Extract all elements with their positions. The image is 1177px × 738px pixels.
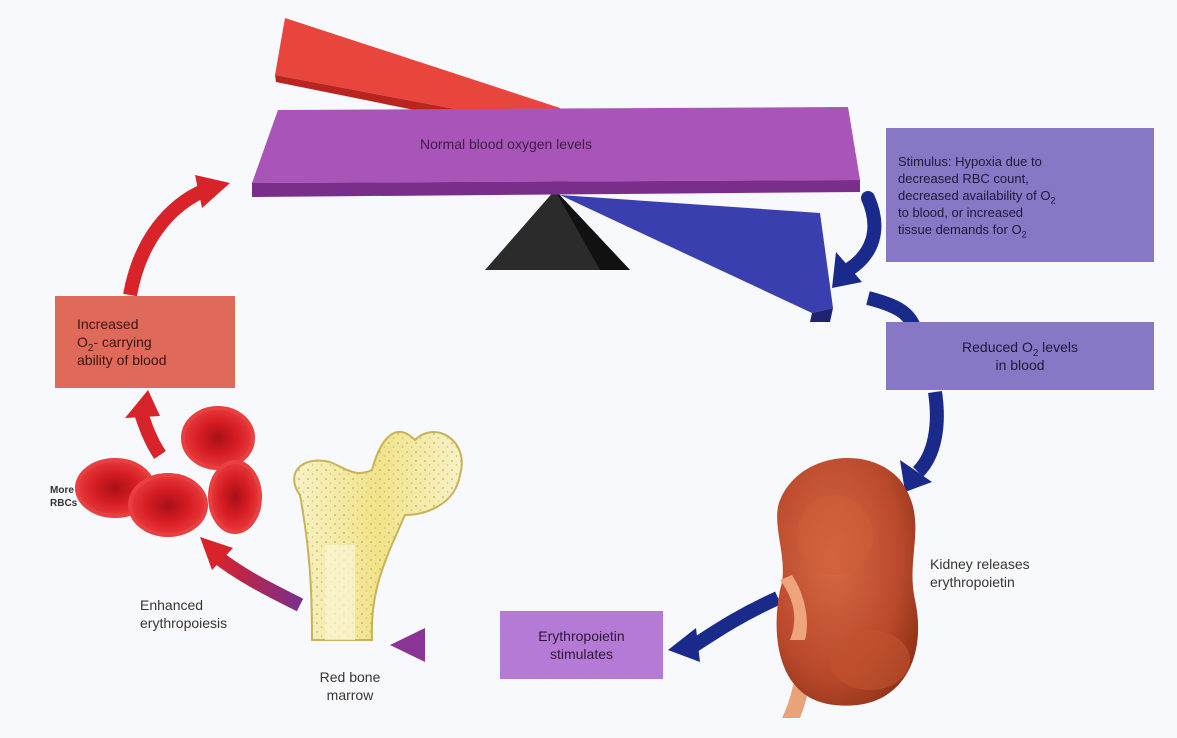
more-rbcs-line-2: RBCs: [50, 497, 77, 510]
stimulus-line-1: Stimulus: Hypoxia due to: [898, 153, 1056, 170]
stimulus-box: Stimulus: Hypoxia due to decreased RBC c…: [886, 128, 1154, 262]
stimulus-line-2: decreased RBC count,: [898, 170, 1056, 187]
stimulus-line-5-sub: 2: [1022, 229, 1027, 239]
enhanced-label: Enhanced erythropoiesis: [140, 596, 227, 632]
reduced-line-2: in blood: [962, 356, 1078, 374]
stimulus-line-4: to blood, or increased: [898, 204, 1056, 221]
epo-line-1: Erythropoietin: [538, 627, 624, 645]
kidney-label: Kidney releases erythropoietin: [930, 555, 1030, 591]
increased-line-1: Increased: [77, 315, 167, 333]
enhanced-label-line-2: erythropoiesis: [140, 614, 227, 632]
stimulus-line-3-sub: 2: [1050, 195, 1055, 205]
marrow-label-line-1: Red bone: [315, 668, 385, 686]
reduced-line-1a: Reduced O: [962, 339, 1033, 355]
epo-box: Erythropoietin stimulates: [500, 611, 663, 679]
rbc-2: [130, 475, 206, 535]
rbc-3: [183, 408, 253, 468]
increased-line-2a: O: [77, 334, 88, 350]
kidney-illustration: [777, 458, 919, 718]
increased-line-3: ability of blood: [77, 351, 167, 369]
epo-line-2: stimulates: [538, 645, 624, 663]
reduced-line-1b: levels: [1038, 339, 1078, 355]
increased-box: Increased O2- carrying ability of blood: [55, 296, 235, 388]
kidney-label-line-2: erythropoietin: [930, 573, 1030, 591]
stimulus-line-3: decreased availability of O: [898, 188, 1050, 203]
marrow-label: Red bone marrow: [315, 668, 385, 704]
more-rbcs-label: More RBCs: [50, 484, 77, 510]
increased-line-2b: - carrying: [93, 334, 151, 350]
reduced-o2-box: Reduced O2 levels in blood: [886, 322, 1154, 390]
rbc-4: [210, 462, 260, 532]
kidney-label-line-1: Kidney releases: [930, 555, 1030, 573]
enhanced-label-line-1: Enhanced: [140, 596, 227, 614]
stimulus-line-5: tissue demands for O: [898, 222, 1022, 237]
more-rbcs-line-1: More: [50, 484, 77, 497]
beam-label: Normal blood oxygen levels: [420, 136, 710, 152]
marrow-label-line-2: marrow: [315, 686, 385, 704]
